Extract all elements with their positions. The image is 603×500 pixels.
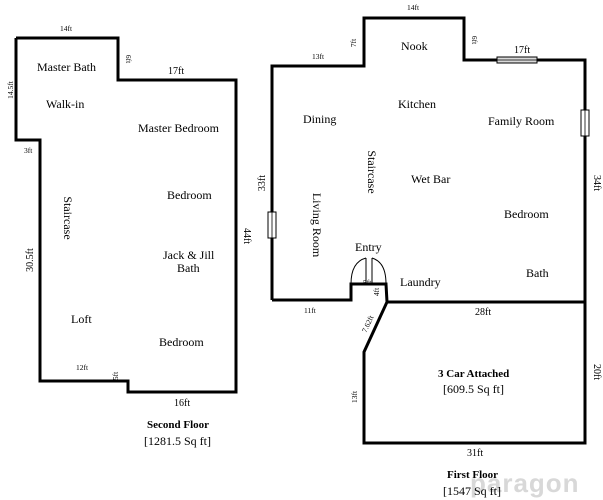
window-left (267, 211, 277, 239)
ff-wet-bar: Wet Bar (411, 172, 450, 186)
ff-caption: First Floor (447, 469, 498, 481)
entry-door (350, 257, 387, 285)
sf-dim-left-upper: 14.5ft (6, 80, 15, 99)
garage-area: [609.5 Sq ft] (443, 382, 504, 396)
ff-dim-entry-d: 4ft (372, 287, 381, 296)
sf-loft: Loft (71, 312, 92, 326)
ff-area: [1547 Sq ft] (443, 484, 501, 498)
window-top-right (496, 56, 538, 64)
ff-dim-entry-w: 5ft (363, 278, 372, 287)
ff-staircase: Staircase (365, 150, 379, 193)
second-floor-outline (14, 36, 238, 394)
sf-bedroom-2: Bedroom (159, 335, 204, 349)
sf-master-bedroom: Master Bedroom (138, 121, 220, 135)
ff-dim-bottom-mid: 28ft (475, 307, 491, 318)
sf-dim-bottom-step-h: 12ft (76, 363, 89, 372)
sf-dim-left-small: 3ft (24, 146, 33, 155)
ff-dining: Dining (303, 112, 336, 126)
sf-dim-right-long: 44ft (241, 228, 252, 244)
sf-area: [1281.5 Sq ft] (144, 434, 211, 448)
sf-dim-bottom: 16ft (174, 398, 190, 409)
ff-dim-nook-left: 7ft (349, 38, 358, 47)
ff-dim-top-nook: 14ft (407, 3, 420, 12)
sf-dim-left-long: 30.5ft (25, 248, 36, 272)
sf-dim-top-right: 17ft (168, 66, 184, 77)
garage-dim-bottom: 31ft (467, 448, 483, 459)
ff-nook: Nook (401, 39, 428, 53)
sf-jack-jill: Jack & Jill (163, 248, 215, 262)
sf-walk-in: Walk-in (46, 97, 84, 111)
ff-dim-left-top: 13ft (312, 52, 325, 61)
garage-dim-left: 13ft (350, 390, 359, 403)
ff-dim-nook-right: 6ft (470, 36, 479, 45)
ff-dim-right-side: 34ft (591, 175, 602, 191)
sf-dim-notch: 6ft (124, 55, 133, 64)
sf-bedroom-1: Bedroom (167, 188, 212, 202)
watermark: paragon (470, 468, 580, 498)
ff-dim-left-side: 33ft (257, 175, 268, 191)
sf-dim-bottom-step-v: 5ft (111, 371, 120, 380)
window-right (580, 109, 590, 137)
sf-jack-jill-bath: Bath (177, 261, 200, 275)
ff-bath: Bath (526, 266, 549, 280)
ff-dim-top-right: 17ft (514, 45, 530, 56)
sf-caption: Second Floor (147, 419, 209, 431)
ff-entry: Entry (355, 240, 382, 254)
garage-dim-right: 20ft (591, 364, 602, 380)
ff-kitchen: Kitchen (398, 97, 436, 111)
sf-master-bath: Master Bath (37, 60, 96, 74)
ff-bedroom: Bedroom (504, 207, 549, 221)
sf-dim-top-left: 14ft (60, 24, 73, 33)
ff-laundry: Laundry (400, 275, 441, 289)
garage-outline (362, 300, 587, 445)
ff-living-room: Living Room (310, 193, 324, 258)
ff-dim-bottom-left: 11ft (304, 306, 317, 315)
garage-title: 3 Car Attached (438, 368, 509, 380)
sf-staircase: Staircase (61, 196, 75, 239)
ff-family-room: Family Room (488, 114, 555, 128)
